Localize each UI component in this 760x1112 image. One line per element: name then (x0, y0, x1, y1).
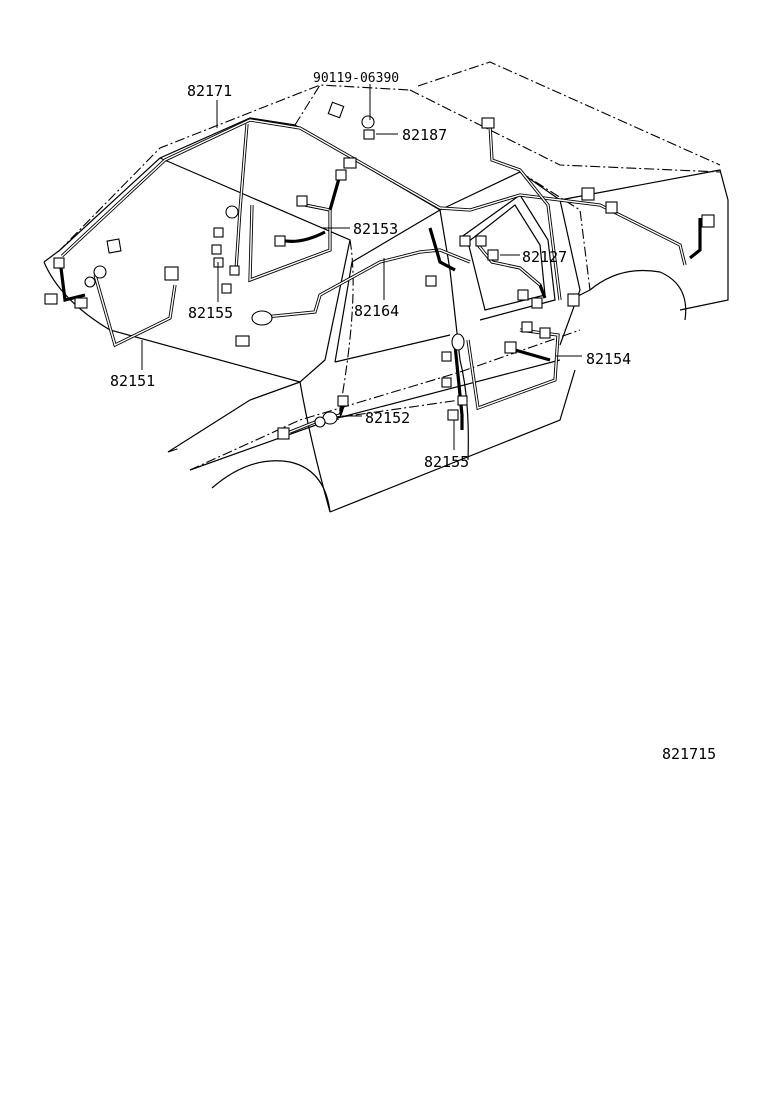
connectors (44, 101, 715, 440)
door-harness (476, 243, 547, 299)
label-90119-06390: 90119-06390 (313, 71, 399, 86)
label-82127: 82127 (522, 248, 567, 266)
leader-lines (141, 84, 582, 450)
part-labels: 90119-06390 82171 82187 82153 82127 8216… (110, 71, 716, 763)
roof-harness (60, 118, 702, 301)
label-82187: 82187 (402, 126, 447, 144)
figure-number: 821715 (662, 745, 716, 763)
label-82151: 82151 (110, 372, 155, 390)
label-82153: 82153 (353, 220, 398, 238)
front-harness (58, 259, 177, 348)
label-82152: 82152 (365, 409, 410, 427)
label-82171: 82171 (187, 82, 232, 100)
label-82164: 82164 (354, 302, 399, 320)
label-82155-lower: 82155 (424, 453, 469, 471)
floor-harness (254, 227, 471, 320)
vehicle-body-outline (43, 61, 729, 513)
label-82154: 82154 (586, 350, 631, 368)
label-82155-left: 82155 (188, 304, 233, 322)
